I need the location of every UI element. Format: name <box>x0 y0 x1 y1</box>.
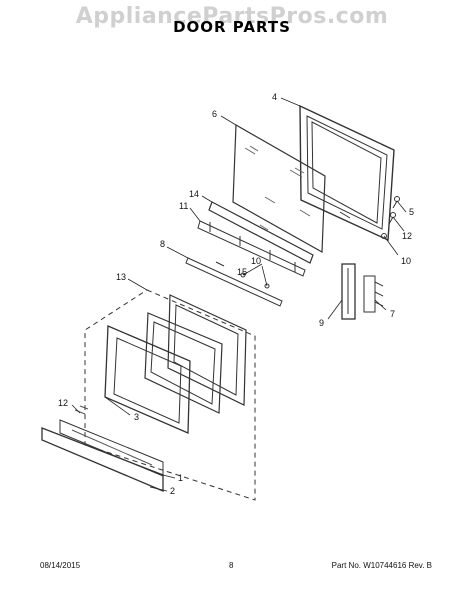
callout-14: 13 <box>116 272 126 282</box>
callout-10-lower: 10 <box>401 256 411 266</box>
callout-13: 12 <box>58 398 68 408</box>
callout-9: 9 <box>319 318 324 328</box>
callout-15: 14 <box>189 189 199 199</box>
callout-1: 1 <box>178 473 183 483</box>
door-rod-part <box>185 257 283 307</box>
callout-4: 4 <box>272 92 277 102</box>
page-title: DOOR PARTS <box>173 18 291 36</box>
callout-2: 2 <box>170 486 175 496</box>
callout-8: 8 <box>160 239 165 249</box>
callout-16: 15 <box>237 267 247 277</box>
door-handle-part <box>41 405 164 492</box>
callout-6: 6 <box>212 109 217 119</box>
callout-5: 5 <box>409 207 414 217</box>
watermark: AppliancePartsPros.com <box>75 4 389 29</box>
glass-panel-part <box>232 123 326 254</box>
footer-part-number: Part No. W10744616 Rev. B <box>331 561 432 570</box>
hinge-part <box>341 263 384 320</box>
footer-date: 08/14/2015 <box>40 561 81 570</box>
callout-10-upper: 10 <box>251 256 261 266</box>
door-frame-part <box>299 104 395 242</box>
inner-door-assembly-part <box>84 289 256 501</box>
callout-12: 12 <box>402 231 412 241</box>
callout-11: 11 <box>179 201 188 211</box>
callout-7: 7 <box>390 309 395 319</box>
callout-3: 3 <box>134 412 139 422</box>
vent-bracket-part <box>197 201 314 277</box>
leader-lines <box>71 97 407 492</box>
footer-page-number: 8 <box>229 561 234 570</box>
